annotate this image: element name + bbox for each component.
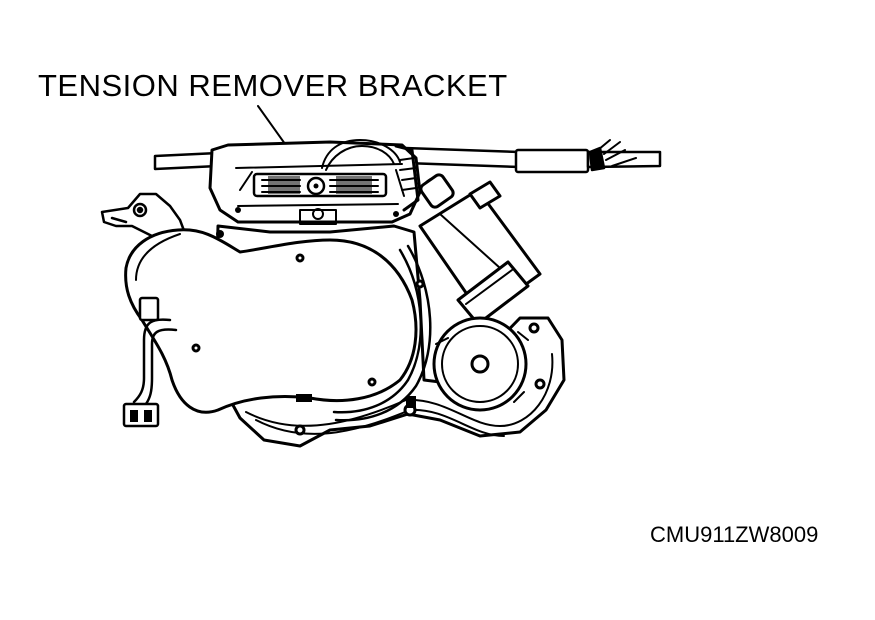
cable-rod xyxy=(153,139,662,174)
gear-housing xyxy=(432,316,546,412)
wire-connector xyxy=(122,402,160,428)
wire-harness xyxy=(132,296,178,406)
bracket-wiring xyxy=(321,139,420,212)
tension-remover-bracket-label: TENSION REMOVER BRACKET xyxy=(38,68,508,103)
figure-reference-code: CMU911ZW8009 xyxy=(650,522,819,547)
drive-motor xyxy=(418,173,542,326)
fasteners xyxy=(216,207,416,408)
drum-ring xyxy=(332,244,432,422)
drum-cover xyxy=(124,228,425,414)
tension-remover-bracket xyxy=(252,172,388,225)
